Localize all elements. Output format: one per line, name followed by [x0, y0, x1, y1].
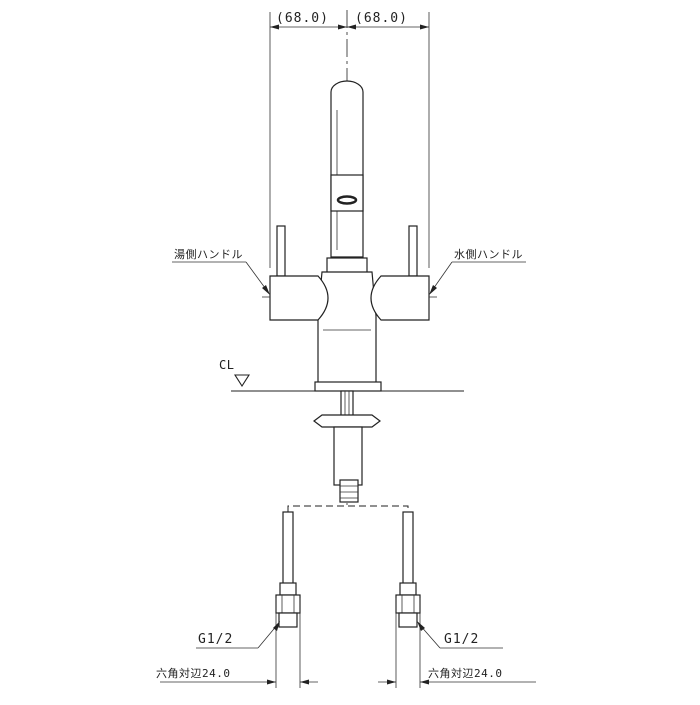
dim-arrow-right: [420, 24, 429, 30]
aerator-ring: [336, 195, 358, 205]
right-hex-nut: [395, 594, 421, 614]
cl-label: CL: [219, 358, 234, 372]
hot-handle[interactable]: [262, 225, 329, 321]
right-hose-fitting: [399, 582, 417, 596]
dim-left-text: (68.0): [276, 11, 329, 26]
mounting-nut: [313, 414, 381, 428]
right-hex-arrow-1: [387, 679, 396, 685]
hot-leader-arrow: [262, 285, 270, 295]
right-thread-arrow: [417, 621, 425, 631]
hex-dimensions: 六角対辺24.0 六角対辺24.0: [156, 666, 536, 685]
faucet-body: [314, 257, 382, 392]
dim-arrow-mid-l: [338, 24, 347, 30]
supply-link-dashed: [287, 505, 409, 512]
right-hose-tube: [402, 511, 414, 591]
right-hex-arrow-2: [420, 679, 429, 685]
spout-tube: [330, 80, 364, 258]
hot-handle-lever[interactable]: [276, 225, 286, 277]
hot-handle-label: 湯側ハンドル: [174, 248, 243, 261]
hot-handle-body[interactable]: [269, 275, 329, 321]
dim-arrow-left: [270, 24, 279, 30]
cold-handle-body[interactable]: [370, 275, 430, 321]
shank-upper: [340, 390, 354, 418]
cold-handle-lever[interactable]: [408, 225, 418, 277]
left-thread-label: G1/2: [198, 632, 233, 647]
right-supply-hose: [395, 511, 421, 688]
dim-arrow-mid-r: [347, 24, 356, 30]
left-hose-fitting: [279, 582, 297, 596]
spout: [330, 80, 364, 258]
cl-triangle: [233, 374, 251, 388]
right-thread-label: G1/2: [444, 632, 479, 647]
body-base: [314, 381, 382, 392]
left-hex-arrow-2: [300, 679, 309, 685]
shank-thread: [339, 479, 359, 503]
thread-callouts: G1/2 G1/2: [196, 621, 503, 649]
cold-handle-label: 水側ハンドル: [454, 248, 523, 261]
spout-nozzle: [330, 174, 364, 212]
left-hex-arrow-1: [267, 679, 276, 685]
cold-handle[interactable]: [370, 225, 437, 321]
dim-right-text: (68.0): [355, 11, 408, 26]
right-hex-label: 六角対辺24.0: [428, 666, 503, 680]
mounting-shank: [313, 390, 381, 503]
left-thread-arrow: [273, 621, 280, 631]
left-supply-hose: [275, 511, 301, 688]
shank-lower: [333, 426, 363, 486]
cold-leader-arrow: [429, 285, 437, 295]
left-hose-tube: [282, 511, 294, 591]
left-hex-nut: [275, 594, 301, 614]
right-thread: [398, 612, 418, 628]
handle-leaders: 湯側ハンドル 水側ハンドル: [172, 248, 526, 295]
left-thread: [278, 612, 298, 628]
left-hex-label: 六角対辺24.0: [156, 666, 231, 680]
